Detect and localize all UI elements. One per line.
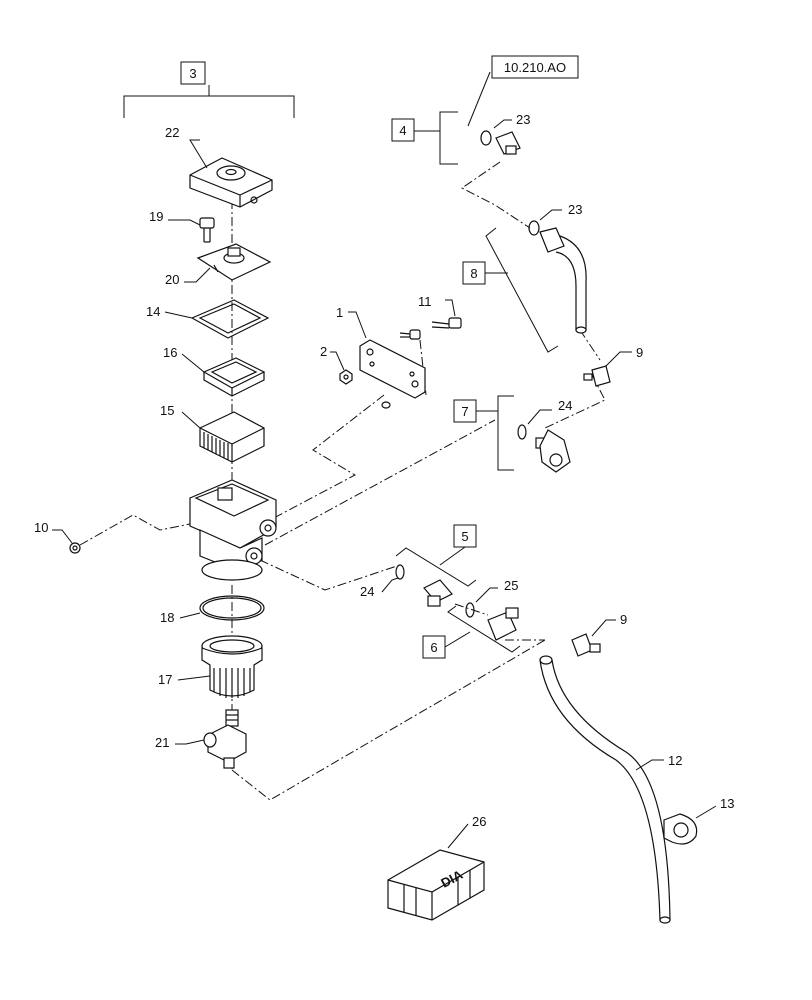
group-6-bracket: 6 bbox=[422, 605, 521, 659]
part-16-filter-frame: 16 bbox=[163, 345, 266, 397]
callout-box-3 bbox=[180, 61, 206, 85]
callout-14: 14 bbox=[146, 304, 160, 319]
part-1-mounting-bracket: 1 bbox=[336, 305, 426, 399]
filter-housing bbox=[189, 479, 277, 581]
callout-22: 22 bbox=[165, 125, 179, 140]
assembly-centerlines bbox=[79, 161, 606, 801]
callout-26: 26 bbox=[472, 814, 486, 829]
callout-9-lower: 9 bbox=[620, 612, 627, 627]
callout-23-upper: 23 bbox=[516, 112, 530, 127]
callout-18: 18 bbox=[160, 610, 174, 625]
part-25-oring: 25 bbox=[465, 578, 518, 618]
hose-assembly-8 bbox=[539, 227, 587, 334]
callout-23-lower: 23 bbox=[568, 202, 582, 217]
callout-12: 12 bbox=[668, 753, 682, 768]
group-7-bracket: 7 bbox=[453, 395, 514, 471]
callout-box-8-label: 8 bbox=[470, 266, 477, 281]
callout-1: 1 bbox=[336, 305, 343, 320]
callout-box-4-label: 4 bbox=[399, 123, 406, 138]
part-24-lower-oring: 24 bbox=[360, 564, 405, 599]
part-12-hose: 12 bbox=[539, 655, 682, 924]
callout-24-lower: 24 bbox=[360, 584, 374, 599]
elbow-fitting-6 bbox=[487, 607, 519, 641]
callout-24-upper: 24 bbox=[558, 398, 572, 413]
part-19-bolt: 19 bbox=[149, 209, 215, 243]
callout-box-7-label: 7 bbox=[461, 404, 468, 419]
callout-19: 19 bbox=[149, 209, 163, 224]
callout-box-4 bbox=[391, 118, 415, 142]
part-22-filter-cover: 22 bbox=[165, 125, 273, 208]
elbow-fitting-7 bbox=[535, 429, 571, 473]
part-26-kit-box: DIA 26 bbox=[387, 814, 486, 921]
part-20-plate: 20 bbox=[165, 243, 272, 287]
part-23-lower-oring: 23 bbox=[528, 202, 582, 236]
group-3-bracket: 3 bbox=[123, 61, 295, 118]
part-10-screw: 10 bbox=[34, 520, 81, 554]
callout-box-5-label: 5 bbox=[461, 529, 468, 544]
part-2-nut: 2 bbox=[320, 344, 353, 385]
part-14-gasket: 14 bbox=[146, 299, 270, 339]
callout-2: 2 bbox=[320, 344, 327, 359]
callout-20: 20 bbox=[165, 272, 179, 287]
reference-10-210-ao: 10.210.AO bbox=[467, 55, 579, 127]
callout-17: 17 bbox=[158, 672, 172, 687]
callout-box-6-label: 6 bbox=[430, 640, 437, 655]
callout-box-3-label: 3 bbox=[189, 66, 196, 81]
callout-15: 15 bbox=[160, 403, 174, 418]
callout-9-upper: 9 bbox=[636, 345, 643, 360]
group-8-bracket: 8 bbox=[462, 227, 559, 353]
part-13-clamp: 13 bbox=[663, 796, 734, 845]
group-5-bracket: 5 bbox=[395, 524, 477, 587]
callout-11: 11 bbox=[418, 294, 432, 309]
callout-25: 25 bbox=[504, 578, 518, 593]
adapter-fitting-5 bbox=[423, 579, 453, 607]
part-9-lower-elbow: 9 bbox=[571, 612, 627, 657]
callout-21: 21 bbox=[155, 735, 169, 750]
part-11-bolts: 11 bbox=[381, 294, 462, 409]
part-21-elbow-fitting: 21 bbox=[155, 709, 247, 769]
part-17-filter-bowl: 17 bbox=[158, 635, 263, 698]
callout-16: 16 bbox=[163, 345, 177, 360]
part-24-upper-oring: 24 bbox=[517, 398, 572, 440]
callout-10: 10 bbox=[34, 520, 48, 535]
reference-box-label: 10.210.AO bbox=[504, 60, 566, 75]
group-4-bracket: 4 bbox=[391, 111, 458, 165]
part-15-filter-element: 15 bbox=[160, 403, 265, 463]
callout-13: 13 bbox=[720, 796, 734, 811]
reference-box bbox=[491, 55, 579, 79]
part-23-upper-fitting: 23 bbox=[480, 112, 530, 155]
part-9-upper-elbow: 9 bbox=[583, 345, 643, 387]
part-18-o-ring: 18 bbox=[160, 595, 265, 625]
